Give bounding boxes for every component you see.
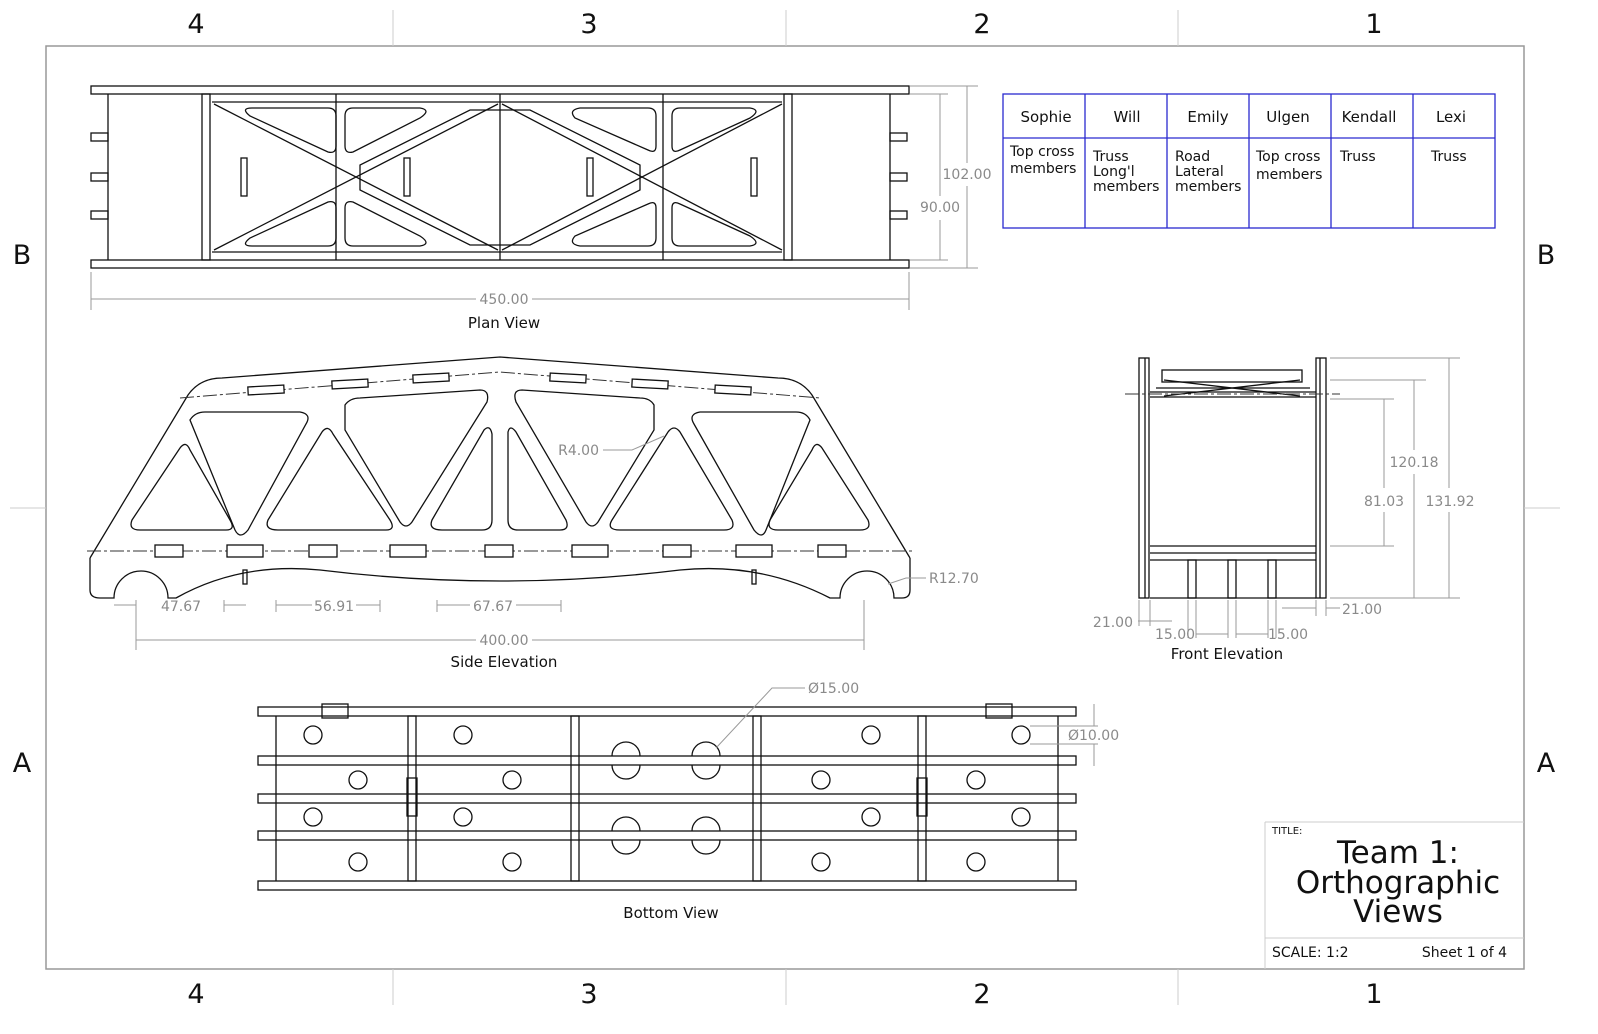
- table-role-will-2: Long'l: [1093, 164, 1135, 180]
- dim-radius-small: R4.00: [558, 443, 599, 459]
- dim-seg-b: 56.91: [314, 599, 354, 615]
- dim-hole-large: Ø15.00: [808, 681, 859, 697]
- table-name-ulgen: Ulgen: [1266, 108, 1309, 126]
- sheet-frame: [10, 10, 1560, 1005]
- bottom-view-label: Bottom View: [623, 904, 718, 922]
- side-elevation: [87, 356, 915, 599]
- dim-radius-large: R12.70: [929, 571, 979, 587]
- table-role-sophie-1: Top cross: [1009, 144, 1074, 160]
- table-role-will-3: members: [1093, 179, 1159, 195]
- table-role-lexi-1: Truss: [1430, 149, 1467, 165]
- dim-front-right: 21.00: [1342, 602, 1382, 618]
- zone-col-3-bottom: 3: [580, 979, 597, 1010]
- table-role-ulgen-1: Top cross: [1255, 149, 1320, 165]
- front-elevation: [1125, 357, 1340, 599]
- zone-col-1-top: 1: [1365, 9, 1382, 40]
- plan-dimensions: [90, 85, 978, 310]
- table-name-kendall: Kendall: [1342, 108, 1397, 126]
- zone-col-1-bottom: 1: [1365, 979, 1382, 1010]
- table-name-emily: Emily: [1187, 108, 1228, 126]
- dim-front-h1: 120.18: [1390, 455, 1439, 471]
- title-block: [1264, 821, 1524, 969]
- dim-front-s2: 15.00: [1268, 627, 1308, 643]
- dim-seg-c: 67.67: [473, 599, 513, 615]
- front-elevation-label: Front Elevation: [1171, 645, 1283, 663]
- plan-view-label: Plan View: [468, 314, 540, 332]
- dim-span: 400.00: [480, 633, 529, 649]
- table-name-will: Will: [1113, 108, 1140, 126]
- zone-row-a-right: A: [1537, 748, 1556, 779]
- table-role-emily-1: Road: [1175, 149, 1210, 165]
- table-role-emily-3: members: [1175, 179, 1241, 195]
- title-line-3: Views: [1353, 894, 1443, 930]
- side-elevation-label: Side Elevation: [451, 653, 558, 671]
- dim-plan-inner: 90.00: [920, 200, 960, 216]
- table-name-sophie: Sophie: [1020, 108, 1071, 126]
- front-dimensions: [1138, 357, 1460, 638]
- scale-label: SCALE: 1:2: [1272, 945, 1349, 961]
- title-line-1: Team 1:: [1336, 835, 1459, 871]
- zone-col-3-top: 3: [580, 9, 597, 40]
- table-role-will-1: Truss: [1092, 149, 1129, 165]
- zone-col-2-top: 2: [973, 9, 990, 40]
- plan-view: [90, 85, 910, 269]
- dim-plan-width: 102.00: [943, 167, 992, 183]
- table-role-sophie-2: members: [1010, 161, 1076, 177]
- zone-row-b-left: B: [13, 240, 32, 271]
- zone-row-a-left: A: [13, 748, 32, 779]
- sheet-label: Sheet 1 of 4: [1422, 945, 1507, 961]
- bottom-dimensions: [715, 687, 1098, 766]
- bottom-view: [257, 703, 1077, 891]
- dim-front-h3: 131.92: [1426, 494, 1475, 510]
- dim-plan-length: 450.00: [480, 292, 529, 308]
- zone-col-4-bottom: 4: [187, 979, 204, 1010]
- title-line-2: Orthographic: [1296, 865, 1500, 901]
- dim-front-h2: 81.03: [1364, 494, 1404, 510]
- dim-front-left: 21.00: [1093, 615, 1133, 631]
- dim-front-s1: 15.00: [1155, 627, 1195, 643]
- dim-seg-a: 47.67: [161, 599, 201, 615]
- side-dimensions: [114, 435, 926, 650]
- zone-row-b-right: B: [1537, 240, 1556, 271]
- title-label: TITLE:: [1271, 826, 1302, 837]
- table-role-emily-2: Lateral: [1175, 164, 1224, 180]
- table-role-ulgen-2: members: [1256, 167, 1322, 183]
- zone-col-4-top: 4: [187, 9, 204, 40]
- zone-col-2-bottom: 2: [973, 979, 990, 1010]
- table-role-kendall-1: Truss: [1339, 149, 1376, 165]
- dim-hole-small: Ø10.00: [1068, 728, 1119, 744]
- team-table: [1002, 93, 1496, 229]
- table-name-lexi: Lexi: [1436, 108, 1466, 126]
